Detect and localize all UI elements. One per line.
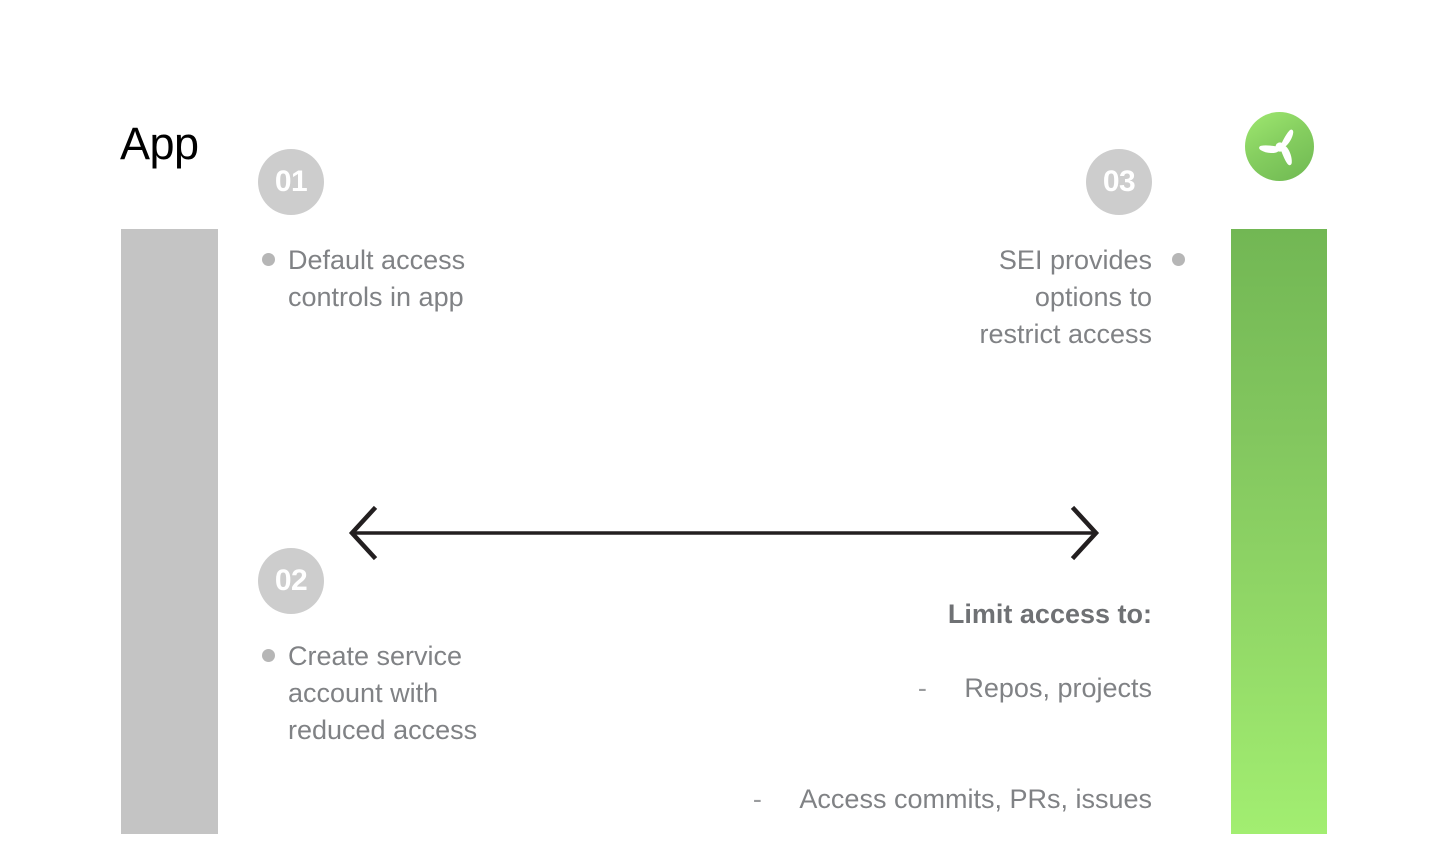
bullet-dot-03 xyxy=(1172,253,1185,266)
step-text-03-line-3: restrict access xyxy=(979,319,1152,349)
step-text-03-line-2: options to xyxy=(1034,282,1152,312)
limit-access-list: Limit access to: - Repos, projects - Acc… xyxy=(600,596,1152,848)
limit-dash-1: - xyxy=(917,673,927,703)
limit-dash-2: - xyxy=(752,784,762,814)
step-text-03-line-1: SEI provides xyxy=(998,245,1152,275)
step-text-02-line-2: account with xyxy=(288,678,439,708)
step-text-02-line-3: reduced access xyxy=(288,715,478,745)
limit-access-item-2-label: Access commits, PRs, issues xyxy=(799,784,1152,814)
double-headed-arrow xyxy=(348,498,1100,568)
propeller-logo-icon xyxy=(1245,112,1314,181)
step-text-01-line-1: Default access xyxy=(288,245,466,275)
step-circle-01: 01 xyxy=(258,149,324,215)
step-text-01-line-2: controls in app xyxy=(288,282,464,312)
limit-access-item-2: - Access commits, PRs, issues xyxy=(600,744,1152,848)
page-title: App xyxy=(120,118,199,169)
step-text-01: Default access controls in app xyxy=(288,242,618,316)
bullet-dot-02 xyxy=(262,649,275,662)
step-text-02-line-1: Create service xyxy=(288,641,463,671)
step-circle-03: 03 xyxy=(1086,149,1152,215)
limit-access-item-1: - Repos, projects xyxy=(600,633,1152,744)
step-circle-02: 02 xyxy=(258,548,324,614)
step-text-02: Create service account with reduced acce… xyxy=(288,638,618,749)
step-text-03: SEI provides options to restrict access xyxy=(840,242,1152,353)
limit-access-title: Limit access to: xyxy=(947,599,1152,629)
left-gray-bar xyxy=(121,229,218,834)
bullet-dot-01 xyxy=(262,253,275,266)
limit-access-item-1-label: Repos, projects xyxy=(964,673,1152,703)
right-green-gradient-bar xyxy=(1231,229,1327,834)
